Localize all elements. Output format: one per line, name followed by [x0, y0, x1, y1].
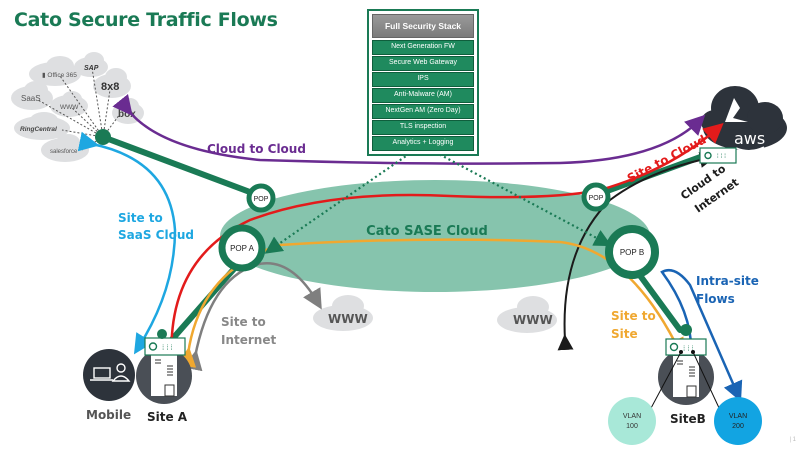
pop-label-a: POP A [230, 244, 255, 253]
security-stack-header: Full Security Stack [372, 14, 474, 38]
cloud-label-8x8: 8x8 [101, 81, 119, 93]
internet-cloud-left [313, 295, 373, 331]
flow-label-site-to-internet-1: Site to [221, 315, 266, 329]
mobile-node [83, 349, 135, 401]
vlan-200-node [714, 397, 762, 445]
sase-cloud-label: Cato SASE Cloud [366, 224, 488, 239]
stack-item-ips: IPS [372, 72, 474, 87]
cloud-label-sap: SAP [84, 65, 99, 72]
cloud-office365-icon [29, 56, 81, 86]
flow-label-site-to-saas-2: SaaS Cloud [118, 228, 194, 242]
building-icon-b [673, 356, 699, 398]
internet-cloud-right [497, 296, 557, 333]
site-a-label: Site A [147, 410, 188, 424]
inspection-links [264, 144, 612, 254]
socket-appliance-a: ⁞⁞⁞ [144, 337, 186, 356]
vlan-200-label-line2: 200 [732, 423, 744, 430]
vlan-100-label-line2: 100 [626, 423, 638, 430]
flow-label-intra-site-2: Flows [696, 292, 735, 306]
cloud-8x8-icon [93, 68, 131, 98]
vlan-links [649, 351, 721, 411]
pop-label-b: POP B [620, 248, 644, 257]
svg-text:⁞⁞⁞: ⁞⁞⁞ [682, 346, 695, 354]
pop-node-small-left [246, 183, 276, 213]
socket-appliance-b: ⁞⁞⁞ [665, 338, 707, 356]
cloud-www-icon [50, 91, 88, 117]
socket-appliance-cloud: ⁞⁞⁞ [699, 147, 737, 164]
cloud-sap-icon [74, 52, 108, 77]
azure-logo-icon [725, 98, 748, 122]
flow-label-intra-site-1: Intra-site [696, 274, 759, 288]
pop-node-small-right [581, 182, 611, 212]
cloud-label-salesforce: salesforce [50, 149, 78, 155]
building-icon-a [151, 355, 177, 397]
flow-site-to-saas [77, 131, 177, 355]
stack-item-swg: Secure Web Gateway [372, 56, 474, 71]
cloud-ringcentral-icon [14, 112, 70, 140]
cloud-saas-icon [11, 81, 53, 110]
svg-text:⁞⁞⁞: ⁞⁞⁞ [716, 153, 727, 160]
site-a-uplink-node [157, 329, 167, 339]
stack-item-ngam: NextGen AM (Zero Day) [372, 104, 474, 119]
flow-label-site-to-site-1: Site to [611, 309, 656, 323]
saas-hub-node [95, 129, 111, 145]
slide-number: | 1 [789, 437, 796, 443]
saas-cloud-group [11, 52, 144, 162]
internet-cloud-right-label: WWW [513, 313, 553, 327]
svg-text:⁞⁞⁞: ⁞⁞⁞ [161, 345, 174, 353]
pop-label-small-right: POP [589, 195, 604, 202]
site-b-label: SiteB [670, 412, 706, 426]
aws-smile-icon [735, 146, 765, 152]
vlan-100-label-line1: VLAN [623, 413, 641, 420]
pop-node-a [218, 224, 266, 272]
cloud-label-saas: SaaS [21, 94, 41, 103]
site-b-uplink-node [680, 324, 692, 336]
laptop-user-icon [90, 363, 131, 382]
aws-label: aws [734, 129, 765, 148]
pop-node-b [605, 225, 659, 279]
stack-item-am: Anti-Malware (AM) [372, 88, 474, 103]
pop-label-small-left: POP [254, 196, 269, 203]
page-title: Cato Secure Traffic Flows [14, 9, 278, 31]
internet-cloud-left-label: WWW [328, 312, 368, 326]
vlan-100-node [608, 397, 656, 445]
cloud-label-ringcentral: RingCentral [20, 126, 57, 133]
flow-label-site-to-saas-1: Site to [118, 211, 163, 225]
vlan-200-label-line1: VLAN [729, 413, 747, 420]
cloud-salesforce-icon [41, 134, 89, 162]
security-stack-panel: Full Security Stack Next Generation FW S… [367, 9, 479, 156]
stack-item-ngfw: Next Generation FW [372, 40, 474, 55]
stack-item-tls: TLS inspection [372, 120, 474, 135]
cloud-label-www-saas: WWW [60, 104, 79, 111]
flow-label-site-to-site-2: Site [611, 327, 638, 341]
flow-label-site-to-internet-2: Internet [221, 333, 277, 347]
mobile-label: Mobile [86, 408, 132, 422]
flow-label-cloud-to-cloud: Cloud to Cloud [207, 142, 306, 156]
cloud-label-office365: ▮ Office 365 [42, 72, 77, 79]
stack-item-analytics: Analytics + Logging [372, 136, 474, 151]
